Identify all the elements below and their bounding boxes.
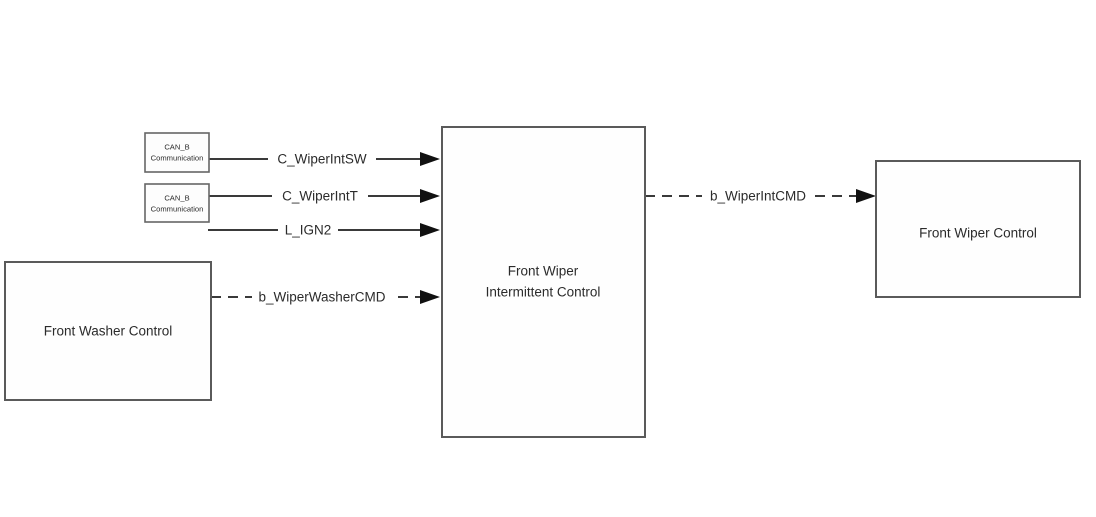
arrowhead-icon [420, 152, 440, 166]
signal-label-b-wiperintcmd: b_WiperIntCMD [710, 189, 806, 204]
signal-label-c-wiperintt: C_WiperIntT [282, 189, 358, 204]
can-b-communication-block-1: CAN_B Communication [144, 132, 210, 173]
front-wiper-intermittent-control-label-line1: Front Wiper [508, 264, 579, 279]
can-b-communication-block-2: CAN_B Communication [144, 183, 210, 223]
front-wiper-control-label: Front Wiper Control [919, 226, 1037, 241]
can-b-block-1-border [144, 132, 210, 173]
front-wiper-control-block: Front Wiper Control [875, 160, 1081, 298]
arrowhead-icon [856, 189, 876, 203]
can-b-block-2-label-line2: Communication [151, 205, 204, 214]
signal-label-bg [268, 150, 376, 168]
front-washer-control-block: Front Washer Control [4, 261, 212, 401]
arrowhead-icon [420, 290, 440, 304]
signal-label-bg [278, 221, 338, 239]
front-wiper-intermittent-control-border [441, 126, 646, 438]
signal-label-l-ign2: L_IGN2 [285, 223, 332, 238]
signal-label-c-wiperintsw: C_WiperIntSW [277, 152, 367, 167]
can-b-block-1-label-line1: CAN_B [164, 143, 189, 152]
front-washer-control-border [4, 261, 212, 401]
arrowhead-icon [420, 189, 440, 203]
signal-label-bg [252, 288, 392, 306]
can-b-block-2-label-line1: CAN_B [164, 194, 189, 203]
can-b-block-2-border [144, 183, 210, 223]
front-washer-control-label: Front Washer Control [44, 324, 173, 339]
arrowhead-icon [420, 223, 440, 237]
signal-label-bg [272, 187, 368, 205]
signal-label-bg [702, 187, 814, 205]
can-b-block-1-label-line2: Communication [151, 154, 204, 163]
signal-label-b-wiperwashercmd: b_WiperWasherCMD [258, 290, 385, 305]
front-wiper-intermittent-control-block: Front Wiper Intermittent Control [441, 126, 646, 438]
front-wiper-control-border [875, 160, 1081, 298]
front-wiper-intermittent-control-label-line2: Intermittent Control [486, 285, 601, 300]
